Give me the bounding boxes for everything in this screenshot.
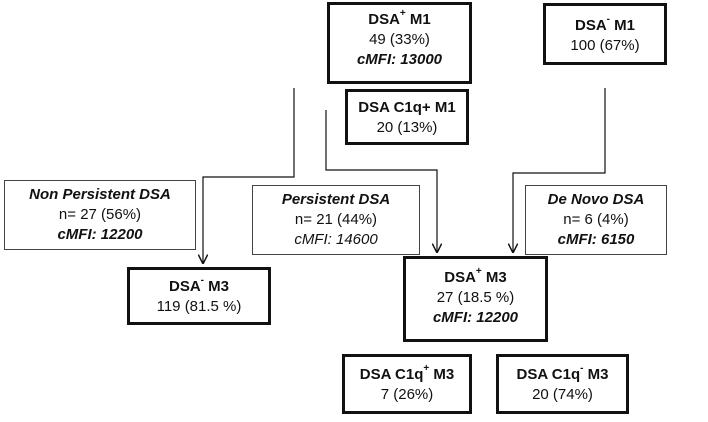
de-novo-dsa-title: De Novo DSA [547,191,645,208]
non-persistent-dsa-title: Non Persistent DSA [29,186,171,203]
non-persistent-dsa-cmfi: cMFI: 12200 [57,226,143,243]
persistent-dsa-title: Persistent DSA [281,191,391,208]
dsa-pos-m1-title: DSA+ M1 [368,8,431,29]
dsa-pos-m1-box: DSA+ M1 49 (33%) cMFI: 13000 [327,2,472,84]
dsa-neg-m1-title: DSA- M1 [574,14,636,35]
dsa-neg-m3-title: DSA- M3 [168,275,230,296]
persistent-dsa-box: Persistent DSA n= 21 (44%) cMFI: 14600 [252,185,420,255]
de-novo-dsa-count: n= 6 (4%) [563,211,629,228]
de-novo-dsa-cmfi: cMFI: 6150 [557,231,635,248]
arrow-to-dsa-pos-m3-persistent [325,110,437,252]
dsa-neg-m3-count: 119 (81.5 %) [156,298,242,315]
dsa-neg-m1-box: DSA- M1 100 (67%) [543,3,667,65]
dsa-c1q-pos-m1-box: DSA C1q+ M1 20 (13%) [345,89,469,145]
persistent-dsa-count: n= 21 (44%) [294,211,378,228]
dsa-c1q-pos-m3-count: 7 (26%) [380,386,434,403]
non-persistent-dsa-box: Non Persistent DSA n= 27 (56%) cMFI: 122… [4,180,196,250]
dsa-pos-m3-box: DSA+ M3 27 (18.5 %) cMFI: 12200 [403,256,548,342]
non-persistent-dsa-count: n= 27 (56%) [58,206,142,223]
arrow-to-dsa-pos-m3-denovo [513,88,606,252]
dsa-c1q-neg-m3-title: DSA C1q- M3 [516,363,609,384]
dsa-neg-m3-box: DSA- M3 119 (81.5 %) [127,267,271,325]
dsa-pos-m1-cmfi: cMFI: 13000 [356,51,443,68]
persistent-dsa-cmfi: cMFI: 14600 [294,231,378,248]
dsa-pos-m3-count: 27 (18.5 %) [436,289,515,306]
dsa-c1q-pos-m1-title: DSA C1q+ M1 [358,99,456,116]
dsa-c1q-pos-m3-box: DSA C1q+ M3 7 (26%) [342,354,472,414]
dsa-pos-m1-count: 49 (33%) [369,31,430,48]
de-novo-dsa-box: De Novo DSA n= 6 (4%) cMFI: 6150 [525,185,667,255]
dsa-c1q-neg-m3-count: 20 (74%) [532,386,593,403]
dsa-c1q-pos-m3-title: DSA C1q+ M3 [359,363,455,384]
dsa-pos-m3-cmfi: cMFI: 12200 [432,309,519,326]
dsa-c1q-neg-m3-box: DSA C1q- M3 20 (74%) [496,354,629,414]
dsa-neg-m1-count: 100 (67%) [570,37,640,54]
arrow-to-dsa-neg-m3 [203,88,295,263]
dsa-c1q-pos-m1-count: 20 (13%) [376,119,438,136]
dsa-pos-m3-title: DSA+ M3 [444,266,507,287]
